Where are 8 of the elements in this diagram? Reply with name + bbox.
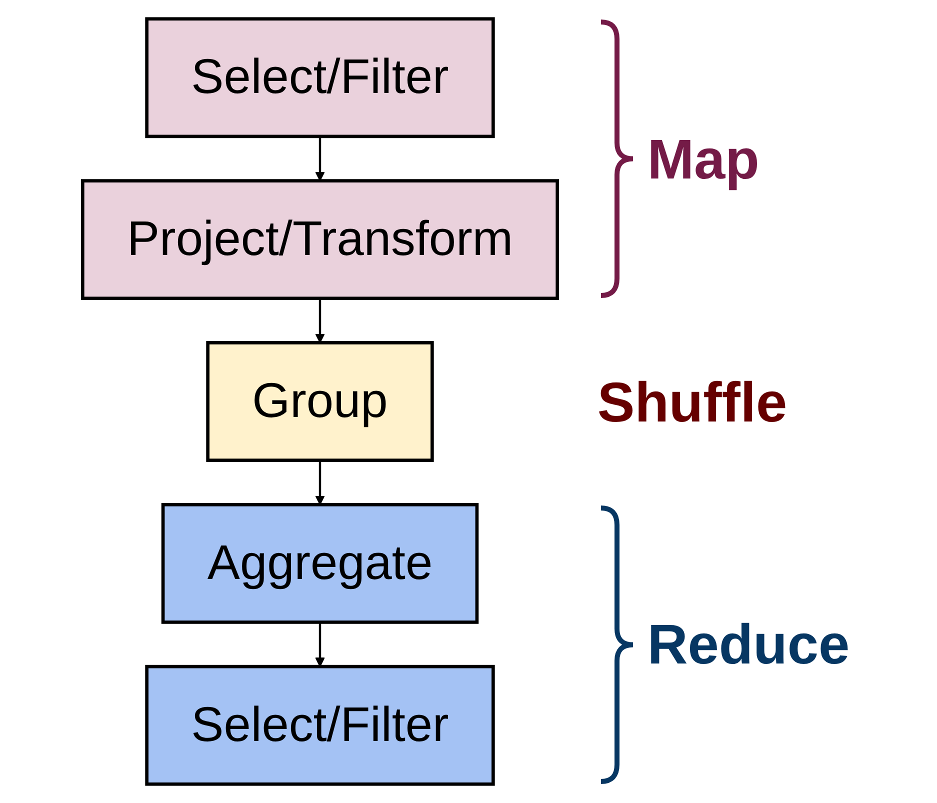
process-box: Group — [206, 341, 434, 462]
stage-label: Reduce — [647, 612, 850, 677]
stage-label: Shuffle — [597, 369, 788, 434]
process-box: Select/Filter — [145, 664, 495, 786]
stage-label: Map — [647, 126, 760, 192]
process-box: Select/Filter — [145, 17, 495, 138]
process-box: Aggregate — [161, 502, 479, 624]
process-box: Project/Transform — [80, 179, 560, 300]
